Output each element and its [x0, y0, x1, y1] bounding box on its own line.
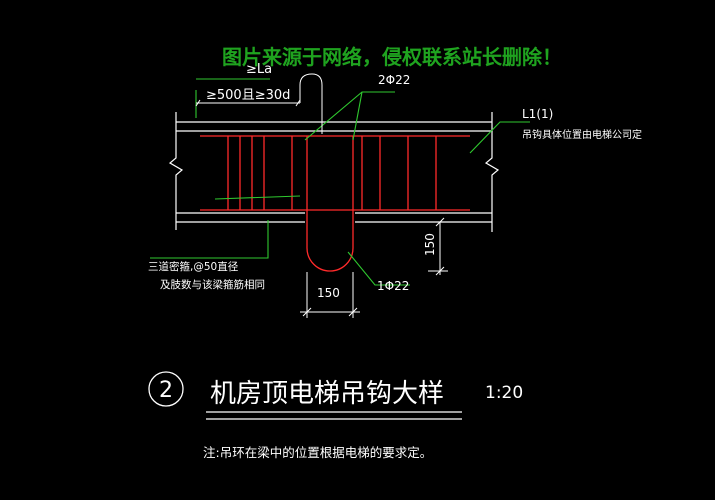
dimension-lines	[195, 73, 448, 318]
stirrup-leader-top	[214, 195, 301, 200]
hook-position-note: 吊钩具体位置由电梯公司定	[522, 128, 642, 141]
beam-label: L1(1)	[522, 107, 553, 121]
left-break-line	[168, 112, 184, 230]
leader-lines	[150, 78, 530, 286]
stirrup-note-line1: 三道密箍,@50直径	[148, 260, 239, 273]
vertical-dim-label: 150	[423, 233, 437, 256]
horizontal-dim-label: 150	[317, 286, 340, 300]
detail-title: 机房顶电梯吊钩大样	[210, 379, 444, 409]
detail-number: 2	[159, 378, 173, 403]
top-bar-label: 2Φ22	[378, 73, 410, 87]
stirrup-note-line2: 及肢数与该梁箍筋相同	[160, 278, 265, 291]
anchorage-symbol: ≥La	[246, 62, 272, 77]
lifting-hook-bar	[306, 136, 354, 272]
anchorage-length-label: ≥500且≥30d	[206, 88, 290, 103]
hook-bar-label: 1Φ22	[377, 279, 409, 293]
stirrup-leader	[150, 220, 269, 259]
hook-bar-leader	[347, 251, 410, 286]
beam-label-leader	[469, 121, 530, 154]
scale-label: 1:20	[485, 383, 523, 403]
watermark-text: 图片来源于网络，侵权联系站长删除！	[222, 45, 562, 69]
right-break-line	[484, 112, 500, 232]
hook-extension-bar	[299, 73, 323, 134]
footnote: 注:吊环在梁中的位置根据电梯的要求定。	[203, 445, 432, 460]
beam-outline	[168, 112, 500, 232]
top-bar-leader	[304, 91, 395, 141]
top-bar-leader-2	[352, 91, 363, 141]
detail-number-circle	[148, 371, 184, 407]
